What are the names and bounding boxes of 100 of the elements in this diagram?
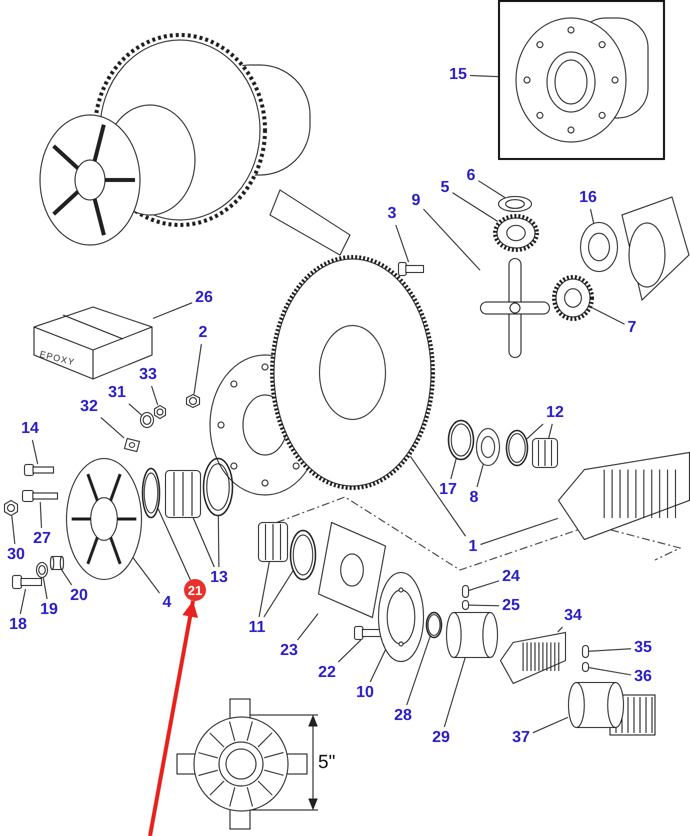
callout-number: 3	[386, 205, 398, 223]
cylinder-drawing	[50, 556, 64, 570]
ring-drawing	[142, 468, 160, 518]
bolt-drawing	[24, 464, 54, 476]
callout-number: 11	[248, 619, 266, 637]
callout-number: 23	[279, 642, 299, 660]
leader-line	[452, 192, 498, 222]
leader-line	[32, 440, 38, 464]
leader-line	[468, 580, 500, 591]
bolt-drawing	[22, 490, 58, 502]
gear-drawing	[552, 275, 594, 321]
ring-drawing	[290, 530, 316, 580]
ring-drawing	[448, 420, 474, 460]
callout-number: 29	[431, 729, 451, 747]
callout-number: 36	[633, 668, 653, 686]
callout-number: 17	[438, 481, 458, 499]
cylinder-drawing	[446, 612, 498, 658]
callout-number: 15	[448, 66, 468, 84]
leader-line	[590, 208, 594, 224]
washer-drawing	[140, 412, 154, 428]
leader-line	[588, 667, 632, 676]
plate-drawing	[318, 522, 386, 618]
leader-line	[128, 403, 142, 416]
callout-number: 26	[194, 289, 214, 307]
bolt-drawing	[398, 262, 424, 276]
leader-line	[151, 386, 158, 406]
callout-number: 31	[107, 384, 127, 402]
callout-number: 5	[440, 179, 450, 197]
callout-number: 4	[162, 594, 172, 612]
callout-number: 12	[545, 404, 565, 422]
leader-line	[61, 570, 72, 586]
leader-line	[406, 636, 431, 706]
leader-line	[410, 456, 466, 537]
callout-number: 9	[410, 192, 422, 210]
leader-line	[548, 424, 553, 438]
leader-line	[557, 626, 564, 632]
leader-line	[218, 516, 220, 568]
leader-line	[42, 577, 48, 600]
callout-number: 30	[6, 546, 26, 564]
disc-drawing	[378, 572, 424, 662]
ring-drawing	[426, 612, 442, 638]
leader-line	[192, 518, 215, 568]
callout-number: 16	[578, 189, 598, 207]
gear-drawing	[493, 214, 539, 252]
pin-drawing	[582, 645, 589, 658]
callout-number: 27	[32, 530, 52, 548]
leader-line	[338, 640, 362, 662]
washer-drawing	[580, 222, 618, 272]
pin-drawing	[462, 600, 469, 610]
leader-line	[468, 604, 500, 606]
callout-number: 28	[393, 707, 413, 725]
flange-drawing	[66, 458, 142, 580]
leader-line	[263, 570, 294, 618]
nut-drawing	[4, 500, 18, 516]
leader-line	[478, 180, 506, 198]
nut-drawing	[186, 394, 200, 408]
leader-line	[532, 716, 568, 734]
leader-line	[297, 613, 318, 640]
plate-drawing	[124, 438, 140, 452]
callout-number: 25	[501, 597, 521, 615]
callout-number: 35	[633, 639, 653, 657]
washer-drawing	[498, 196, 532, 212]
callout-number: 32	[79, 398, 99, 416]
leader-line	[480, 518, 558, 545]
callout-number: 37	[511, 729, 531, 747]
nut-drawing	[154, 405, 166, 419]
leader-line	[370, 650, 386, 682]
leader-line	[588, 648, 632, 652]
callout-number: 34	[563, 607, 583, 625]
callout-number: 18	[8, 616, 28, 634]
leader-line	[592, 307, 626, 325]
package-label: EPOXY	[38, 349, 76, 368]
bolt-drawing	[12, 575, 42, 589]
callout-number: 22	[317, 664, 337, 682]
callout-number: 8	[468, 489, 480, 507]
callout-number: 20	[69, 587, 89, 605]
leader-line	[152, 302, 193, 319]
callout-number: 10	[355, 684, 375, 702]
washer-drawing	[36, 562, 48, 578]
leader-line	[422, 208, 480, 271]
leader-line	[132, 557, 160, 594]
cylinder-drawing	[568, 682, 624, 728]
callout-number: 19	[39, 601, 59, 619]
washer-drawing	[476, 428, 500, 466]
leader-line	[444, 658, 466, 728]
bearing-drawing	[165, 470, 201, 518]
ring-drawing	[506, 430, 528, 466]
leader-line	[476, 464, 484, 488]
callout-badge: 21	[184, 579, 206, 601]
ring-drawing	[203, 458, 233, 516]
leader-line	[395, 224, 410, 262]
leader-line	[11, 516, 16, 544]
bearing-drawing	[532, 438, 558, 468]
inset-frame	[498, 0, 665, 160]
leader-line	[100, 417, 125, 438]
callout-number: 6	[466, 167, 476, 185]
leader-line	[40, 502, 42, 528]
leader-line	[158, 508, 191, 580]
callout-number: 2	[198, 324, 208, 342]
pin-drawing	[582, 662, 589, 672]
